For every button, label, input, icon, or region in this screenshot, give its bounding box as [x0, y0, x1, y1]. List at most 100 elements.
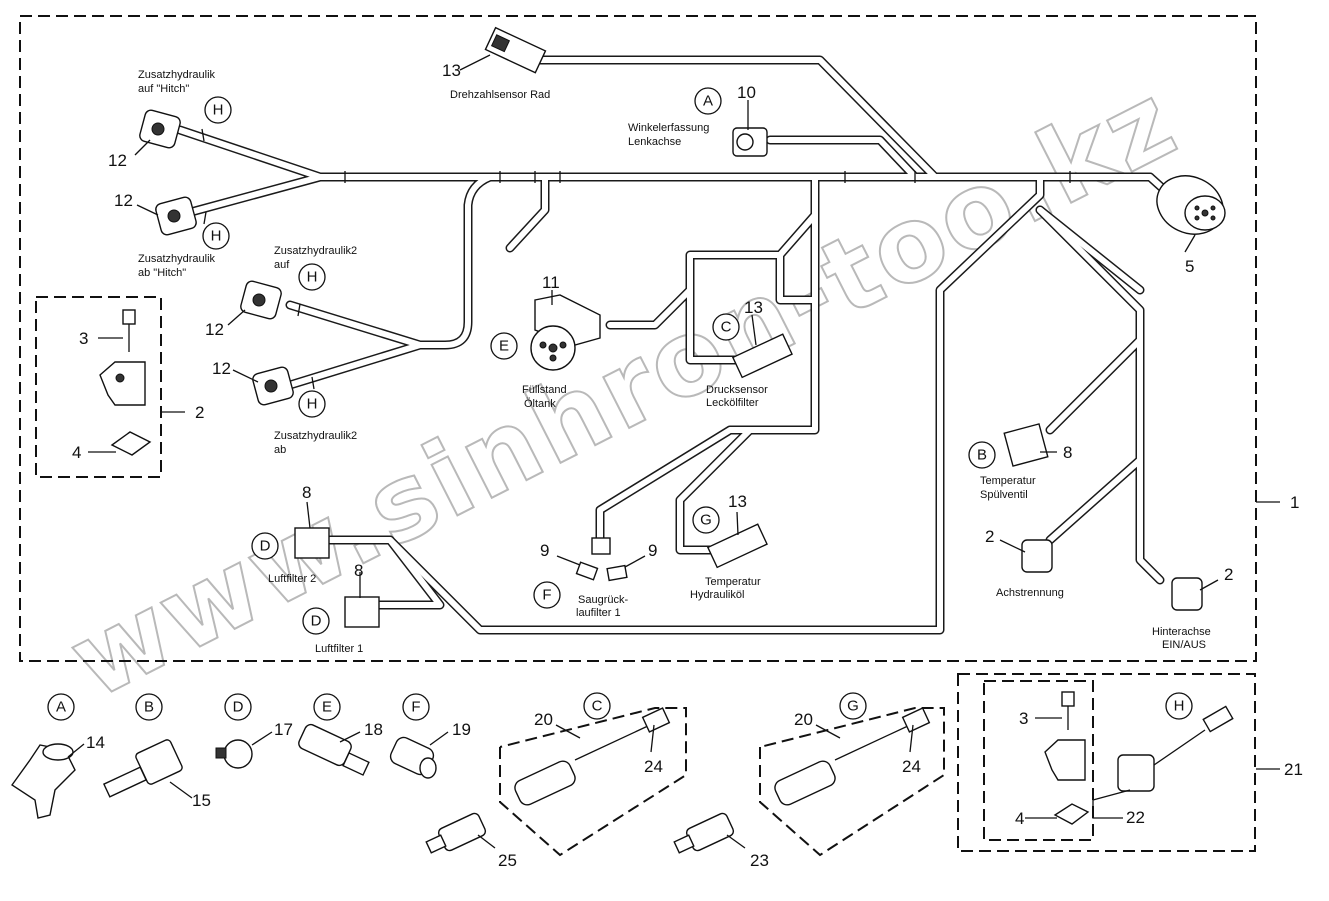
svg-text:17: 17	[274, 720, 293, 739]
svg-text:B: B	[977, 447, 987, 464]
connector-12-hitch-ab	[155, 196, 197, 236]
svg-text:1: 1	[1290, 493, 1299, 512]
connector-12-zh2-ab	[252, 366, 294, 406]
svg-text:Luftfilter 2: Luftfilter 2	[268, 573, 316, 585]
svg-text:24: 24	[902, 757, 921, 776]
part-20-24-c	[514, 707, 671, 806]
connector-8-luftfilter1	[344, 596, 380, 628]
svg-text:13: 13	[442, 61, 461, 80]
svg-text:B: B	[144, 699, 154, 716]
callout-circles: H H H H A E C B G D D F A B D E F C G H	[47, 87, 1193, 721]
svg-text:D: D	[260, 538, 271, 555]
svg-text:Lenkachse: Lenkachse	[628, 136, 681, 148]
connector-13-temp-hydraulik	[706, 523, 768, 569]
svg-text:H: H	[307, 396, 318, 413]
connector-11-fuellstand	[530, 294, 601, 371]
svg-text:Winkelerfassung: Winkelerfassung	[628, 122, 709, 134]
svg-text:Zusatzhydraulik: Zusatzhydraulik	[138, 253, 216, 265]
svg-text:ab: ab	[274, 444, 286, 456]
part-numbers: 1 2 2 2 3 3 4 4 5 8 8 8 9 9 10 11 12 12 …	[72, 61, 1303, 870]
text-labels: Zusatzhydraulik auf "Hitch" Zusatzhydrau…	[138, 69, 1211, 655]
main-harness-frame	[19, 15, 1257, 662]
part-25	[425, 812, 487, 854]
svg-text:E: E	[499, 338, 509, 355]
svg-text:15: 15	[192, 791, 211, 810]
svg-text:12: 12	[108, 151, 127, 170]
svg-text:Zusatzhydraulik2: Zusatzhydraulik2	[274, 430, 357, 442]
svg-text:D: D	[233, 699, 244, 716]
svg-text:Achstrennung: Achstrennung	[996, 587, 1064, 599]
svg-text:2: 2	[985, 527, 994, 546]
part-17	[215, 739, 253, 769]
part-20-24-g	[774, 707, 931, 806]
svg-text:Saugrück-: Saugrück-	[578, 594, 628, 606]
svg-text:24: 24	[644, 757, 663, 776]
svg-text:Spülventil: Spülventil	[980, 489, 1028, 501]
svg-text:auf: auf	[274, 259, 290, 271]
connector-13-druck	[731, 333, 793, 379]
svg-text:3: 3	[1019, 709, 1028, 728]
svg-text:10: 10	[737, 83, 756, 102]
svg-text:4: 4	[72, 443, 81, 462]
wiring-harness	[175, 55, 1175, 635]
svg-text:14: 14	[86, 733, 105, 752]
svg-text:Zusatzhydraulik2: Zusatzhydraulik2	[274, 245, 357, 257]
svg-text:20: 20	[534, 710, 553, 729]
svg-text:Drucksensor: Drucksensor	[706, 384, 768, 396]
svg-text:F: F	[411, 699, 420, 716]
watermark: www.sinhron-too.kz	[51, 59, 1196, 723]
kit-frame-g	[759, 707, 945, 857]
svg-text:8: 8	[1063, 443, 1072, 462]
svg-text:Hinterachse: Hinterachse	[1152, 626, 1211, 638]
connector-13-drehzahl	[484, 26, 547, 74]
bolt-kit-left	[99, 309, 152, 456]
svg-text:19: 19	[452, 720, 471, 739]
bolt-kit-right	[1044, 691, 1090, 825]
svg-text:23: 23	[750, 851, 769, 870]
svg-text:Drehzahlsensor Rad: Drehzahlsensor Rad	[450, 89, 550, 101]
svg-text:ab "Hitch": ab "Hitch"	[138, 267, 186, 279]
plug-2-hinterachse	[1171, 577, 1203, 611]
svg-text:C: C	[592, 698, 603, 715]
svg-text:21: 21	[1284, 760, 1303, 779]
bolt-kit-frame-left	[35, 296, 162, 478]
svg-text:G: G	[700, 512, 712, 529]
plug-2-achstrennung	[1021, 539, 1053, 573]
part-23	[673, 812, 735, 854]
part-19	[389, 736, 437, 779]
svg-text:2: 2	[195, 403, 204, 422]
svg-text:Öltank: Öltank	[524, 398, 556, 410]
connector-8-luftfilter2	[294, 527, 330, 559]
svg-text:G: G	[847, 698, 859, 715]
sensor-9-right	[606, 564, 628, 582]
svg-text:laufilter 1: laufilter 1	[576, 607, 621, 619]
svg-text:8: 8	[302, 483, 311, 502]
svg-text:25: 25	[498, 851, 517, 870]
sensor-9-left	[575, 561, 599, 581]
part-15	[102, 739, 183, 798]
svg-text:22: 22	[1126, 808, 1145, 827]
svg-text:E: E	[322, 699, 332, 716]
svg-text:12: 12	[212, 359, 231, 378]
connector-8-spuel	[1003, 423, 1049, 467]
svg-text:Leckölfilter: Leckölfilter	[706, 397, 759, 409]
svg-text:Hydrauliköl: Hydrauliköl	[690, 589, 744, 601]
connector-12-zh2-auf	[240, 280, 282, 320]
svg-text:D: D	[311, 613, 322, 630]
svg-text:Luftfilter 1: Luftfilter 1	[315, 643, 363, 655]
svg-text:12: 12	[205, 320, 224, 339]
svg-text:9: 9	[648, 541, 657, 560]
svg-text:20: 20	[794, 710, 813, 729]
svg-text:2: 2	[1224, 565, 1233, 584]
svg-text:C: C	[721, 319, 732, 336]
connector-5-round	[1156, 175, 1226, 235]
splice-sleeve	[591, 537, 611, 555]
svg-text:8: 8	[354, 561, 363, 580]
bolt-kit-frame-right	[983, 680, 1094, 841]
kit-frame-c	[499, 707, 687, 857]
svg-text:11: 11	[542, 273, 560, 292]
svg-text:3: 3	[79, 329, 88, 348]
svg-text:auf "Hitch": auf "Hitch"	[138, 83, 189, 95]
svg-text:12: 12	[114, 191, 133, 210]
